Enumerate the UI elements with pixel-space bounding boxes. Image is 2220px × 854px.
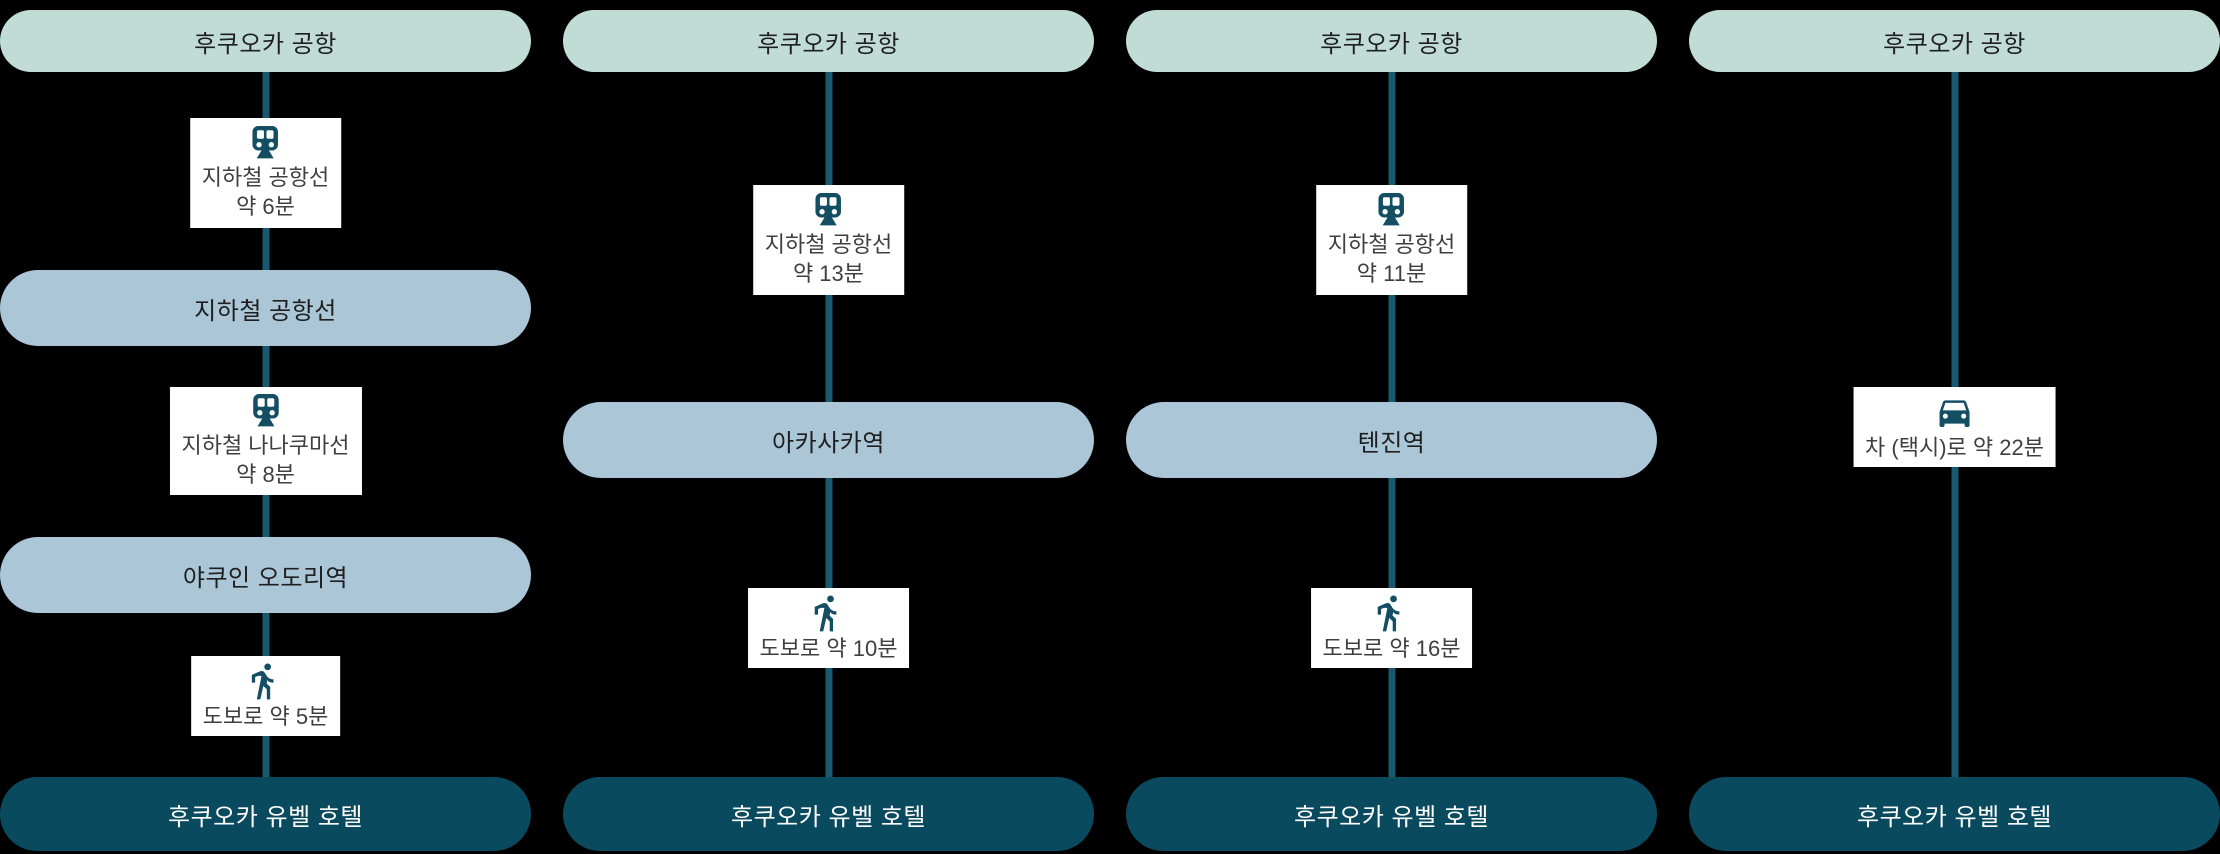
station-label: 야쿠인 오도리역: [182, 564, 349, 592]
origin-label: 후쿠오카 공항: [1883, 30, 2026, 58]
segment-line-name: 지하철 공항선: [1327, 231, 1456, 257]
hotel-pill: 후쿠오카 유벨 호텔: [1689, 777, 2220, 851]
hotel-pill: 후쿠오카 유벨 호텔: [0, 777, 531, 851]
station-pill-subway-airport-line: 지하철 공항선: [0, 270, 531, 346]
origin-pill: 후쿠오카 공항: [1126, 10, 1657, 72]
segment-walk: 도보로 약 10분: [747, 588, 910, 668]
station-pill-yakuin-odori: 야쿠인 오도리역: [0, 537, 531, 613]
segment-duration: 도보로 약 16분: [1322, 636, 1461, 661]
walk-icon: [1372, 593, 1412, 633]
car-icon: [1933, 392, 1977, 432]
segment-line-name: 지하철 공항선: [764, 231, 893, 257]
route-column-3: 후쿠오카 공항 지하철 공항선 약 11분 텐진역: [1126, 0, 1657, 854]
segment-line-name: 지하철 나나쿠마선: [181, 432, 350, 458]
origin-label: 후쿠오카 공항: [194, 30, 337, 58]
station-pill-tenjin: 텐진역: [1126, 402, 1657, 478]
train-icon: [812, 192, 846, 227]
train-icon: [248, 393, 282, 428]
segment-subway-airport-line: 지하철 공항선 약 6분: [189, 118, 342, 228]
segment-line-name: 지하철 공항선: [201, 164, 330, 190]
origin-pill: 후쿠오카 공항: [0, 10, 531, 72]
station-label: 지하철 공항선: [194, 297, 337, 325]
segment-subway-nanakuma-line: 지하철 나나쿠마선 약 8분: [169, 387, 362, 495]
segment-duration: 약 13분: [792, 260, 865, 286]
station-pill-akasaka: 아카사카역: [563, 402, 1094, 478]
train-icon: [249, 125, 283, 160]
origin-pill: 후쿠오카 공항: [1689, 10, 2220, 72]
segment-duration: 차 (택시)로 약 22분: [1865, 435, 2044, 460]
segment-walk: 도보로 약 5분: [190, 656, 341, 736]
walk-icon: [245, 661, 285, 701]
segment-duration: 약 11분: [1356, 260, 1427, 286]
origin-pill: 후쿠오카 공항: [563, 10, 1094, 72]
segment-taxi: 차 (택시)로 약 22분: [1853, 387, 2056, 467]
segment-subway-airport-line: 지하철 공항선 약 13분: [752, 185, 905, 295]
route-column-4: 후쿠오카 공항 차 (택시)로 약 22분 후쿠오카 유벨 호텔: [1689, 0, 2220, 854]
route-column-1: 후쿠오카 공항 지하철 공항선 약 6분 지하철 공항선: [0, 0, 531, 854]
hotel-pill: 후쿠오카 유벨 호텔: [1126, 777, 1657, 851]
hotel-label: 후쿠오카 유벨 호텔: [1857, 803, 2052, 831]
origin-label: 후쿠오카 공항: [1320, 30, 1463, 58]
station-label: 텐진역: [1357, 429, 1426, 457]
segment-duration: 도보로 약 5분: [202, 704, 329, 729]
hotel-label: 후쿠오카 유벨 호텔: [168, 803, 363, 831]
segment-subway-airport-line: 지하철 공항선 약 11분: [1315, 185, 1468, 295]
hotel-label: 후쿠오카 유벨 호텔: [731, 803, 926, 831]
hotel-pill: 후쿠오카 유벨 호텔: [563, 777, 1094, 851]
segment-duration: 도보로 약 10분: [759, 636, 898, 661]
origin-label: 후쿠오카 공항: [757, 30, 900, 58]
segment-duration: 약 8분: [236, 461, 295, 487]
route-column-2: 후쿠오카 공항 지하철 공항선 약 13분 아카사카역: [563, 0, 1094, 854]
hotel-label: 후쿠오카 유벨 호텔: [1294, 803, 1489, 831]
walk-icon: [809, 593, 849, 633]
station-label: 아카사카역: [772, 429, 885, 457]
segment-duration: 약 6분: [236, 193, 295, 219]
segment-walk: 도보로 약 16분: [1310, 588, 1473, 668]
train-icon: [1375, 192, 1409, 227]
